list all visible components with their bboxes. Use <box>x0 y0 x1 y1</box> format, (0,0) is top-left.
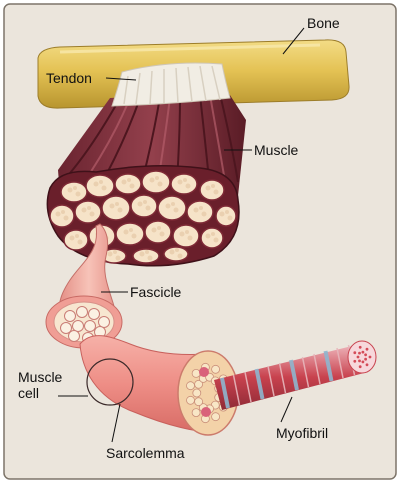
bone-leader-line <box>282 27 305 55</box>
fascicle-cross-section <box>60 181 88 203</box>
muscle-fiber-cross-section <box>84 320 96 332</box>
myofibril-cross-section <box>211 364 221 374</box>
myofibril-band <box>289 359 299 391</box>
myofibril-band <box>278 362 287 394</box>
fascicle-cross-section <box>74 200 102 224</box>
fascicle-cross-section <box>115 222 145 246</box>
muscle-fiber-cross-section <box>64 310 76 322</box>
fascicle-shape <box>45 223 123 349</box>
myofibril-band <box>313 353 321 385</box>
myofilament-dot <box>368 355 372 359</box>
bone-label: Bone <box>307 15 340 31</box>
fascicle-cross-section <box>114 173 142 195</box>
myofilament-dot <box>356 355 360 359</box>
myofibril-cross-section <box>186 395 195 405</box>
fascicle-cross-section <box>101 195 131 221</box>
myofilament-dot <box>361 360 365 364</box>
fascicle-cross-section <box>141 170 171 194</box>
myofibril-cross-section <box>191 368 201 378</box>
fascicle-cross-section <box>186 200 214 224</box>
tendon-shape <box>111 62 231 107</box>
myofilament-dot <box>358 365 362 369</box>
myofibril-band <box>267 365 275 397</box>
fascicle-cross-section <box>132 248 160 264</box>
muscle-label: Muscle <box>254 142 299 158</box>
fascicle-cross-section <box>63 229 89 251</box>
myofibril-shape <box>214 340 377 410</box>
fascicle-cross-section <box>163 246 189 262</box>
muscle-fiber-cross-section <box>98 316 110 328</box>
muscle-fiber-cross-section <box>76 306 88 318</box>
myofibril-cross-section <box>191 408 201 418</box>
myofilament-dot <box>365 363 369 367</box>
fascicle-cross-section <box>85 174 115 198</box>
muscle-fiber-cross-section <box>68 330 80 342</box>
myofilament-dot <box>353 351 357 355</box>
myofibril-cross-section <box>186 381 195 391</box>
muscle-cell-label: Muscle cell <box>18 369 78 401</box>
myofibril-band <box>323 350 334 382</box>
myofilament-dot <box>358 351 361 355</box>
myofilament-dot <box>361 350 365 354</box>
sarcolemma-label: Sarcolemma <box>106 445 185 461</box>
myofibril-label: Myofibril <box>276 425 329 441</box>
myofilament-dot <box>353 359 357 363</box>
myofibril-band <box>254 368 265 400</box>
sarcolemma-callout-circle <box>86 358 134 406</box>
myofibril-band <box>336 347 344 379</box>
myofilament-dot <box>365 347 369 351</box>
myofibril-bundle-marker <box>201 407 211 417</box>
muscle-fiber-cross-section <box>60 322 72 334</box>
myofibril-cross-section <box>192 388 202 398</box>
fascicle-cross-section <box>157 195 187 221</box>
myofilament-dot <box>358 359 361 363</box>
fascicle-cross-section <box>172 224 200 248</box>
fascicle-cross-section <box>200 227 224 249</box>
muscle-cell-label-line1: Muscle <box>18 369 63 385</box>
leader-lines <box>58 27 305 443</box>
fascicle-cross-section <box>215 205 237 227</box>
fascicle-cross-section <box>130 194 158 218</box>
myofibril-band <box>301 356 310 388</box>
myofilament-dot <box>364 357 367 361</box>
myofibril-band <box>232 374 241 406</box>
fascicle-cross-section <box>101 248 127 264</box>
tendon-leader-line <box>105 77 137 81</box>
muscle-fiber-cross-section <box>72 320 84 332</box>
tendon-label: Tendon <box>46 70 92 86</box>
myofibril-cross-section <box>211 412 221 422</box>
myofibril-bundle-marker <box>199 367 209 377</box>
fascicle-cross-section <box>49 204 75 228</box>
myofilament-dot <box>358 345 362 349</box>
myofibril-band <box>244 371 252 403</box>
myofilament-dot <box>364 353 367 357</box>
myofibril-band <box>220 377 230 409</box>
muscle-cell-label-line2: cell <box>18 385 40 401</box>
muscle-fiber-cross-section <box>88 308 100 320</box>
fascicle-cross-section <box>170 173 198 195</box>
myofibril-leader-line <box>280 396 293 423</box>
fascicle-cross-section <box>144 220 172 244</box>
fascicle-cross-section <box>199 179 225 201</box>
sarcolemma-leader-line <box>111 403 121 443</box>
myofibril-cross-section <box>194 397 204 407</box>
fascicle-label: Fascicle <box>130 284 182 300</box>
myofibril-cross-section <box>194 379 204 389</box>
